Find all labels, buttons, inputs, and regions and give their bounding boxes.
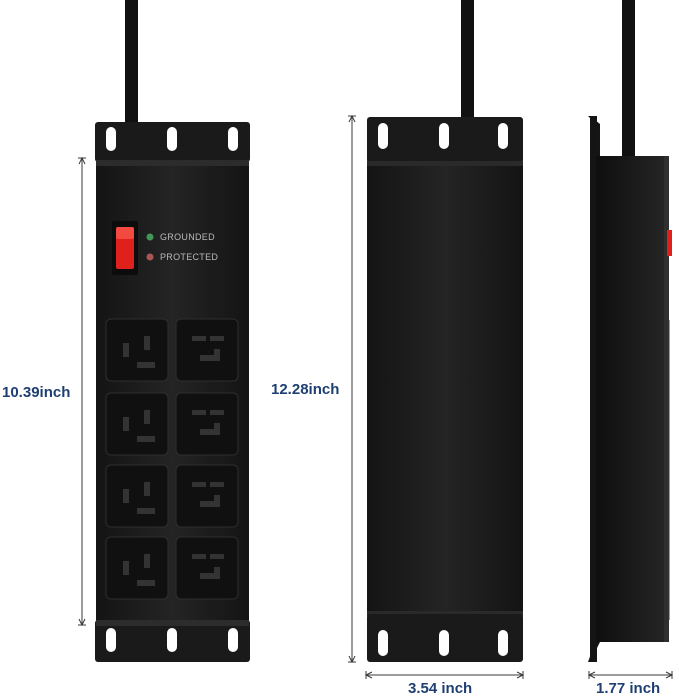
depth-dimension-line — [587, 671, 674, 679]
side-view — [587, 0, 674, 679]
side-body — [596, 156, 669, 642]
protected-led — [146, 253, 154, 261]
grounded-led — [146, 233, 154, 241]
width-label: 3.54 inch — [408, 680, 473, 697]
outlet — [105, 536, 169, 600]
outlet — [175, 318, 239, 382]
depth-label: 1.77 inch — [596, 680, 661, 697]
outlet — [105, 464, 169, 528]
back-power-cord — [461, 0, 474, 120]
back-body — [367, 161, 523, 616]
outlet-grid — [105, 318, 239, 600]
back-height-label: 12.28inch — [271, 381, 340, 398]
side-power-cord — [622, 0, 635, 158]
back-bottom-bracket — [367, 614, 523, 662]
outlet — [105, 392, 169, 456]
power-switch[interactable] — [112, 221, 138, 275]
width-dimension-line — [364, 671, 525, 679]
back-top-bracket — [367, 117, 523, 163]
front-height-dimension-line — [78, 156, 86, 627]
front-top-bracket — [95, 122, 250, 162]
back-height-dimension-line — [348, 114, 356, 664]
front-height-label: 10.39inch — [2, 384, 71, 401]
front-bottom-bracket — [95, 620, 250, 662]
back-view — [348, 0, 525, 679]
protected-label: PROTECTED — [160, 252, 219, 262]
outlet — [105, 318, 169, 382]
front-power-cord — [125, 0, 138, 128]
side-switch — [667, 230, 672, 256]
outlet — [175, 536, 239, 600]
outlet — [175, 392, 239, 456]
front-view — [78, 0, 250, 662]
grounded-label: GROUNDED — [160, 232, 215, 242]
outlet — [175, 464, 239, 528]
